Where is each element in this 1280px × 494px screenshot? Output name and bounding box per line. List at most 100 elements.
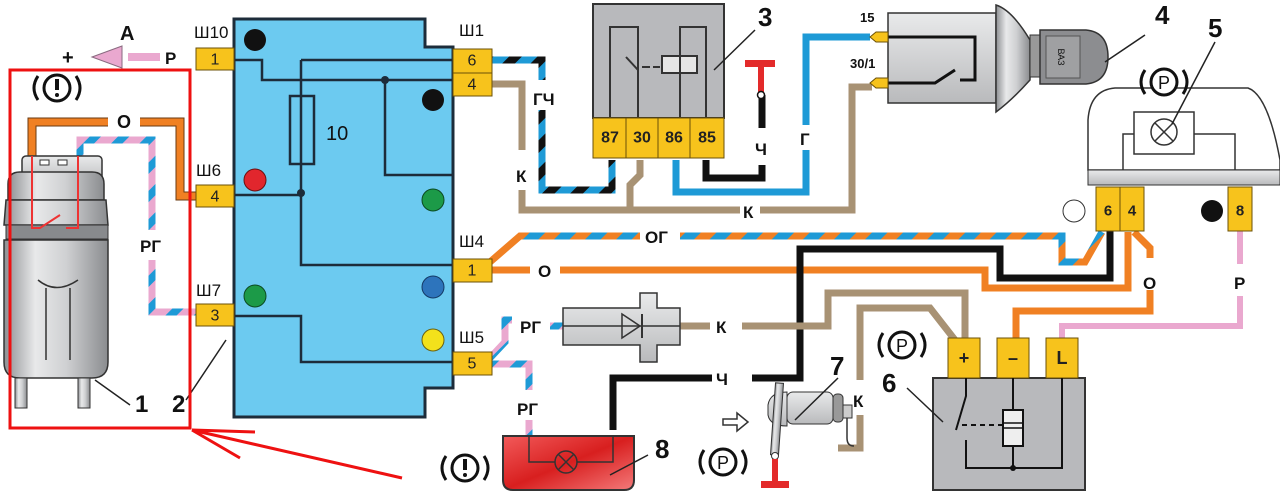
- wire-k-switch: [856, 304, 958, 380]
- highlight-box: [8, 68, 192, 430]
- relay-pin-85: 85: [698, 130, 716, 147]
- sh5-pin: 5: [468, 356, 477, 373]
- wire-og: [487, 232, 640, 265]
- warning-lamp-8: 8: [502, 434, 669, 491]
- dot-white: [1062, 199, 1086, 223]
- label-g-switch: Г: [800, 130, 810, 149]
- cluster-pin-8: 8: [1236, 203, 1244, 220]
- label-p-top: Р: [165, 49, 176, 68]
- label-1: 1: [135, 391, 148, 418]
- dot-blue: [421, 275, 445, 299]
- dot-yellow: [421, 328, 445, 352]
- svg-text:P: P: [1158, 73, 1170, 93]
- label-ch-lamp: Ч: [716, 370, 728, 389]
- label-rg-lamp: РГ: [517, 400, 538, 419]
- sh4-label: Ш4: [459, 232, 484, 251]
- relay-pin-30: 30: [633, 130, 651, 147]
- parking-icon-relay6: P: [877, 330, 927, 360]
- label-6: 6: [882, 368, 896, 398]
- wire-k-relay30: [626, 160, 644, 210]
- wire-g: [672, 150, 810, 196]
- dot-black-top: [244, 29, 266, 51]
- wire-ch-lamp: [752, 230, 1114, 382]
- label-k-mid: К: [743, 203, 754, 222]
- sh1-label: Ш1: [459, 21, 484, 40]
- wires: [27, 33, 1243, 452]
- label-o-sensor: О: [117, 112, 131, 132]
- wire-rg-sensor: [76, 136, 156, 230]
- ground-symbol-relay: [745, 60, 775, 100]
- label-k-switch: К: [853, 392, 864, 411]
- cluster-pin-4: 4: [1128, 203, 1137, 220]
- relay-pin-87: 87: [601, 130, 619, 147]
- svg-text:P: P: [896, 336, 908, 356]
- relay6-pin-minus: –: [1008, 348, 1018, 368]
- relay-3: 87 30 86 85 3: [592, 2, 772, 159]
- wire-labels: А + Р О РГ ГЧ К К Г Ч ОГ О О Р РГ К РГ Ч…: [62, 23, 1245, 419]
- label-k-diode: К: [716, 318, 727, 337]
- fuse-10: [288, 94, 316, 166]
- cluster-pin-6: 6: [1104, 203, 1112, 220]
- dot-black-right: [422, 89, 444, 111]
- wire-gch: [490, 56, 546, 80]
- wire-o-cluster: [1131, 229, 1154, 258]
- arrow-to-a: [90, 45, 123, 69]
- label-rg-diode: РГ: [520, 318, 541, 337]
- sh1-pin-6: 6: [468, 53, 477, 70]
- brake-warning-icon-sensor: [32, 73, 82, 103]
- ign-pin-15: 15: [860, 10, 874, 25]
- relay-pin-86: 86: [665, 130, 683, 147]
- label-o-cluster: О: [1143, 274, 1156, 293]
- label-gch: ГЧ: [533, 90, 555, 109]
- key-text: ВАЗ: [1056, 48, 1066, 65]
- sh1-pin-4: 4: [468, 77, 477, 94]
- wire-rg-lamp: [490, 360, 533, 390]
- diode-module: [562, 292, 681, 363]
- sh4-pin: 1: [468, 263, 477, 280]
- mounting-block: 10: [232, 17, 455, 419]
- ign-pin-30-1: 30/1: [850, 56, 875, 71]
- sh10-label: Ш10: [194, 23, 229, 42]
- fuse-label: 10: [326, 123, 348, 145]
- label-o-long: О: [538, 262, 551, 281]
- label-ch-relay: Ч: [755, 140, 767, 159]
- dot-green-left: [243, 284, 267, 308]
- sh6-pin: 4: [211, 189, 220, 206]
- parking-icon-cluster: P: [1139, 67, 1189, 97]
- highlight-annotation: [8, 68, 403, 480]
- ignition-switch: ВАЗ 15 30/1 4: [850, 0, 1170, 114]
- parking-brake-switch-7: 7: [722, 351, 855, 488]
- relay6-pin-plus: +: [959, 348, 970, 368]
- sh7-label: Ш7: [196, 281, 221, 300]
- wire-ch-relay: [702, 160, 766, 182]
- label-og: ОГ: [645, 228, 668, 247]
- sh5-label: Ш5: [459, 328, 484, 347]
- block-pins: Ш10 1 Ш6 4 Ш7 3 Ш1 6 4 Ш4 1 Ш5 5: [194, 21, 493, 376]
- sh7-pin: 3: [211, 308, 220, 325]
- svg-text:P: P: [717, 453, 729, 473]
- dot-black-cluster: [1201, 200, 1223, 222]
- sh6-label: Ш6: [196, 161, 221, 180]
- wire-k-left: [490, 80, 526, 150]
- label-2: 2: [172, 391, 185, 418]
- instrument-cluster: 5 6 4 8: [1062, 13, 1280, 232]
- dot-red: [243, 168, 267, 192]
- label-rg-sensor: РГ: [140, 237, 161, 256]
- label-p-cluster: Р: [1234, 274, 1245, 293]
- sh10-pin: 1: [211, 52, 220, 69]
- parking-icon-switch: P: [698, 447, 748, 477]
- brake-warning-icon-lamp: [440, 453, 490, 483]
- brake-fluid-sensor: 1: [3, 155, 148, 418]
- label-5: 5: [1208, 13, 1222, 43]
- label-8: 8: [655, 434, 669, 464]
- label-a: А: [120, 23, 134, 45]
- dot-green-right: [421, 188, 445, 212]
- label-4: 4: [1155, 0, 1170, 30]
- relay6-pin-l: L: [1057, 348, 1068, 368]
- label-plus: +: [62, 47, 74, 69]
- parking-brake-relay-6: + – L 6: [882, 337, 1086, 491]
- label-7: 7: [830, 351, 844, 381]
- wire-rg-diode: [487, 316, 512, 361]
- label-3: 3: [758, 2, 772, 32]
